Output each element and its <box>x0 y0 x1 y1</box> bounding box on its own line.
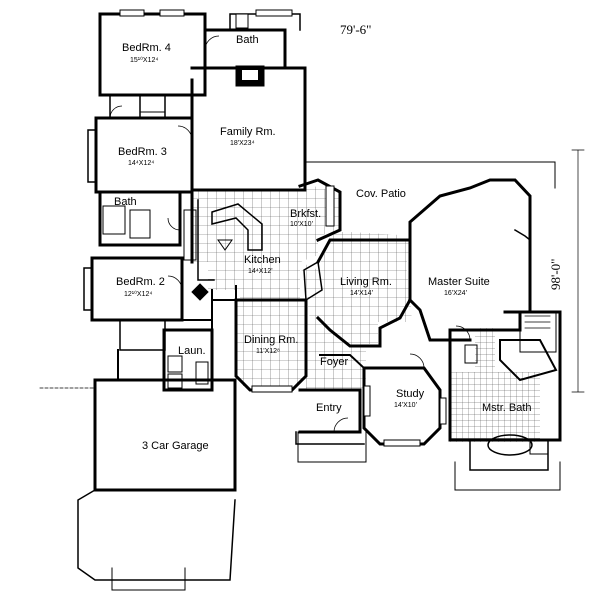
room-bath1-name: Bath <box>236 34 259 46</box>
room-family-dim: 18'X23⁴ <box>230 140 255 147</box>
room-study-name: Study <box>396 388 425 400</box>
room-dining-name: Dining Rm. <box>244 334 299 346</box>
room-living-name: Living Rm. <box>340 276 392 288</box>
room-patio-name: Cov. Patio <box>356 188 406 200</box>
room-study-dim: 14'X10' <box>394 402 417 409</box>
door-swings <box>109 35 471 433</box>
room-master-name: Master Suite <box>428 276 490 288</box>
room-bed2-dim: 12¹⁰X12⁴ <box>124 291 153 298</box>
room-brkfst-name: Brkfst. <box>290 208 322 220</box>
room-bath2-name: Bath <box>114 196 137 208</box>
room-family-name: Family Rm. <box>220 126 276 138</box>
room-master-dim: 16'X24' <box>444 290 467 297</box>
room-garage-name: 3 Car Garage <box>142 440 209 452</box>
room-mbath-name: Mstr. Bath <box>482 402 532 414</box>
room-living-dim: 14'X14' <box>350 290 373 297</box>
room-bed2-name: BedRm. 2 <box>116 276 165 288</box>
room-laun-name: Laun. <box>178 345 206 357</box>
room-foyer-name: Foyer <box>320 356 349 368</box>
room-bed4-name: BedRm. 4 <box>122 42 171 54</box>
room-kitchen-name: Kitchen <box>244 254 281 266</box>
room-bed3-name: BedRm. 3 <box>118 146 167 158</box>
room-bed4-dim: 15¹⁰X12⁴ <box>130 57 159 64</box>
room-bed3-dim: 14⁴X12⁴ <box>128 160 155 167</box>
overall-depth-label: 98'-0" <box>548 258 563 290</box>
room-brkfst-dim: 10'X10' <box>290 221 313 228</box>
room-entry-name: Entry <box>316 402 342 414</box>
windows <box>119 9 447 447</box>
tiled-floors <box>192 186 540 442</box>
overall-width-label: 79'-6" <box>340 22 372 37</box>
room-dining-dim: 11'X12⁸ <box>256 348 281 355</box>
room-kitchen-dim: 14⁴X12' <box>248 268 273 275</box>
